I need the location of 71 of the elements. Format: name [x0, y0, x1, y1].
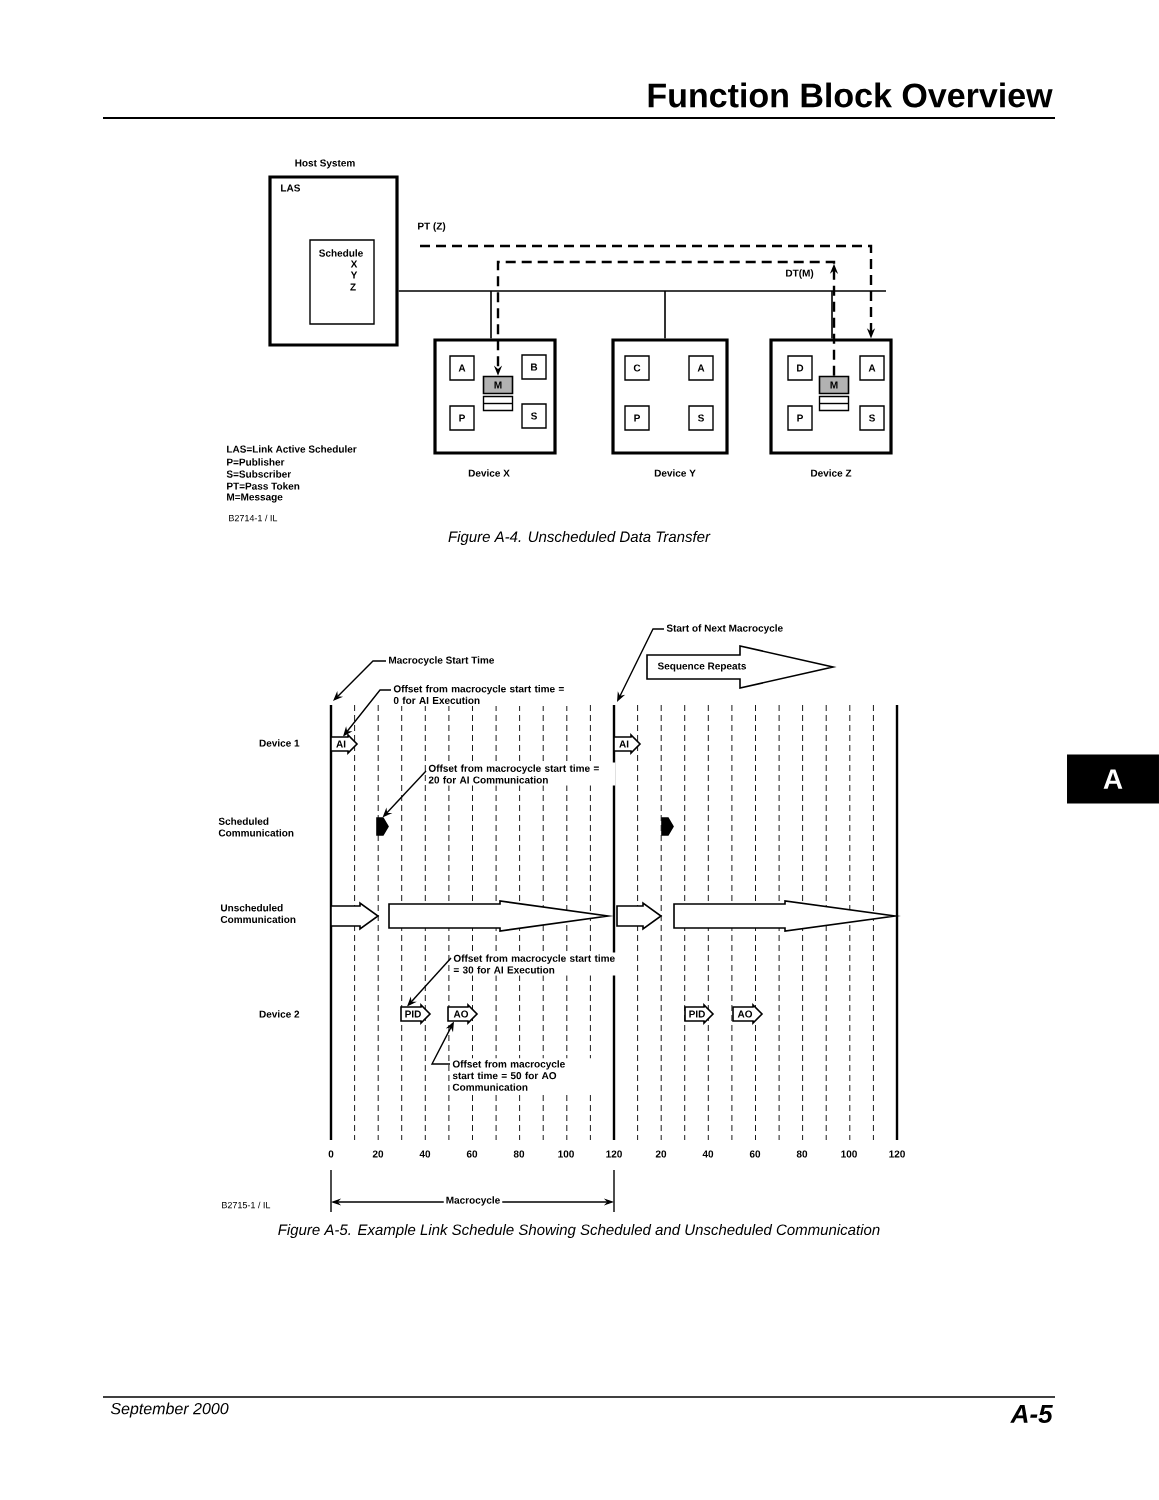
- schedule-block: AI: [613, 733, 642, 755]
- callout-text: Offset from macrocycle start time = 20 for AI Communication: [426, 762, 616, 786]
- tick-label: 20: [655, 1150, 667, 1158]
- letter-box: B: [521, 354, 547, 380]
- schedule-block: PID: [400, 1003, 432, 1025]
- callout-text: Offset from macrocycle start time = 0 for AI Execution: [391, 683, 571, 706]
- node-label: Device X: [468, 469, 510, 477]
- legend-text: PT=Pass Token: [227, 482, 300, 490]
- letter-box: P: [449, 405, 475, 431]
- figure-caption: Figure A-4. Unscheduled Data Transfer: [448, 531, 711, 545]
- node-label: Device Y: [654, 469, 696, 477]
- row-label: Device 1: [259, 739, 300, 747]
- schedule-box: Schedule X Y Z: [309, 239, 375, 325]
- node-label: Device Z: [811, 469, 852, 477]
- dimension-label: Macrocycle: [443, 1194, 503, 1208]
- tick-label: 120: [606, 1150, 622, 1158]
- solid-arrow: [376, 817, 389, 836]
- letter-box: A: [859, 355, 885, 381]
- tick-label: 60: [466, 1150, 478, 1158]
- callout-text: Macrocycle Start Time: [386, 654, 497, 668]
- legend-text: S=Subscriber: [226, 470, 291, 478]
- leader-line: [617, 628, 665, 702]
- letter-box: P: [624, 405, 650, 431]
- edge-label: DT(M): [783, 267, 816, 281]
- legend-text: M=Message: [227, 493, 283, 503]
- row-label: Device 2: [259, 1010, 300, 1018]
- message-box: M: [818, 375, 850, 412]
- tick-label: 100: [841, 1150, 857, 1158]
- message-box: M: [482, 375, 514, 412]
- letter-box: A: [449, 355, 475, 381]
- tick-label: 80: [796, 1150, 808, 1158]
- schedule-block: AO: [732, 1003, 764, 1025]
- figure-caption: Figure A-5. Example Link Schedule Showing Scheduled and Unscheduled Communication: [278, 1224, 880, 1238]
- letter-box: C: [624, 355, 650, 381]
- schedule-block: AO: [447, 1003, 479, 1025]
- letter-box: S: [521, 403, 547, 429]
- page-number: A-5: [1010, 1404, 1053, 1424]
- schedule-block: [616, 901, 663, 931]
- page-title: Function Block Overview: [648, 82, 1053, 108]
- schedule-block: AI: [330, 733, 359, 755]
- footer-date: September 2000: [110, 1402, 229, 1418]
- drawing-code: B2715-1 / IL: [222, 1201, 271, 1209]
- bus-line: [397, 290, 887, 340]
- letter-box: A: [688, 355, 714, 381]
- letter-box: S: [859, 405, 885, 431]
- callout-text: Start of Next Macrocycle: [664, 622, 786, 636]
- row-label: Scheduled Communication: [218, 817, 294, 837]
- solid-arrow: [661, 817, 674, 836]
- tick-label: 40: [702, 1150, 714, 1158]
- callout-text: Offset from macrocycle start time = 50 for AO Communication: [450, 1058, 595, 1093]
- row-label: Unscheduled Communication: [220, 904, 296, 923]
- letter-box: D: [787, 355, 813, 381]
- letter-box: P: [787, 405, 813, 431]
- letter-box: S: [688, 405, 714, 431]
- schedule-block: [330, 901, 380, 931]
- tick-label: 120: [889, 1150, 905, 1158]
- schedule-block: PID: [684, 1003, 715, 1025]
- leader-line: [333, 660, 387, 701]
- tick-label: 40: [419, 1150, 431, 1158]
- tick-label: 80: [513, 1150, 525, 1158]
- legend-text: LAS=Link Active Scheduler: [227, 445, 357, 453]
- callout-text: Offset from macrocycle start time = 30 for AI Execution: [451, 952, 626, 976]
- tick-label: 60: [749, 1150, 761, 1158]
- tick-label: 20: [372, 1150, 384, 1158]
- tick-label: 0: [328, 1150, 334, 1158]
- edge-label: PT (Z): [415, 220, 448, 234]
- section-tab: A: [1067, 754, 1159, 804]
- tick-label: 100: [558, 1150, 574, 1158]
- drawing-code: B2714-1 / IL: [229, 514, 278, 522]
- node-label: Host System: [295, 159, 355, 169]
- legend-text: P=Publisher: [227, 458, 285, 466]
